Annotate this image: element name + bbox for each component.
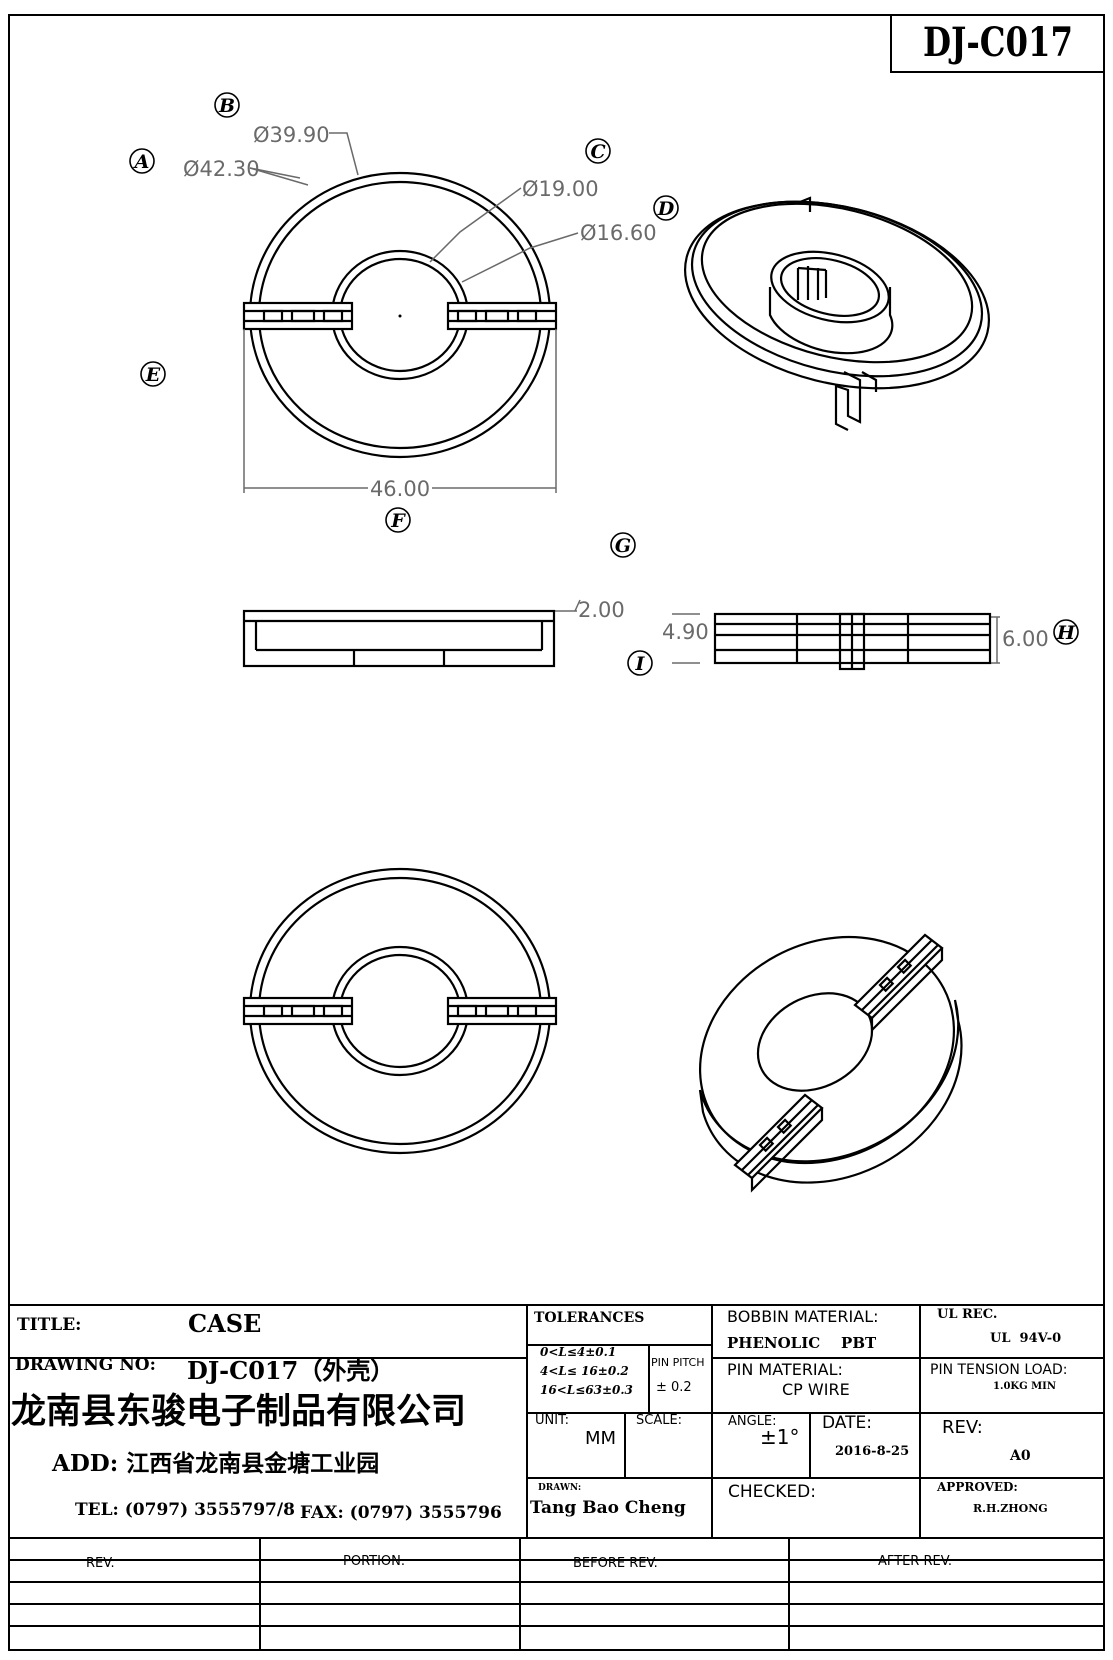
dim-height-total: 6.00 — [1002, 627, 1049, 651]
tolerance-3: 16<L≤63±0.3 — [540, 1383, 633, 1397]
svg-text:E: E — [145, 364, 161, 386]
view-label-C: C — [585, 138, 611, 164]
pin-material-label: PIN MATERIAL: — [727, 1360, 843, 1379]
drawing-id: DJ-C017 — [923, 19, 1073, 66]
dim-outer-dia-b: Ø39.90 — [253, 123, 330, 147]
pin-tension-value: 1.0KG MIN — [993, 1381, 1056, 1392]
company-address: ADD: 江西省龙南县金塘工业园 — [52, 1450, 380, 1477]
sheet-border — [8, 14, 1105, 1651]
date-label: DATE: — [822, 1413, 872, 1433]
drawing-no-value: DJ-C017（外壳） — [187, 1356, 395, 1385]
dim-inner-dia-d: Ø16.60 — [580, 221, 657, 245]
dim-height-pin: 4.90 — [662, 620, 709, 644]
scale-label: SCALE: — [636, 1413, 683, 1428]
svg-text:A: A — [133, 151, 150, 173]
title-label: TITLE: — [17, 1315, 82, 1335]
rev-table-header-before: BEFORE REV. — [573, 1556, 658, 1571]
bobbin-material-label: BOBBIN MATERIAL: — [727, 1307, 879, 1326]
dim-wall: 2.00 — [578, 598, 625, 622]
drawing-no-label: DRAWING NO: — [15, 1355, 156, 1375]
view-label-B: B — [214, 92, 240, 118]
pin-tension-label: PIN TENSION LOAD: — [930, 1362, 1068, 1378]
drawing-id-box — [890, 14, 1105, 73]
bobbin-material-value: PHENOLIC PBT — [727, 1334, 877, 1352]
unit-label: UNIT: — [535, 1413, 569, 1428]
dim-width: 46.00 — [370, 477, 430, 501]
title-value: CASE — [188, 1309, 262, 1338]
angle-value: ±1° — [760, 1425, 800, 1449]
angle-label: ANGLE: — [728, 1414, 777, 1429]
dimension-leaders — [243, 132, 1000, 664]
company-tel: TEL: (0797) 3555797/8 — [75, 1500, 295, 1520]
rev-value: A0 — [1010, 1448, 1031, 1464]
dim-inner-dia-c: Ø19.00 — [522, 177, 599, 201]
rev-label: REV: — [942, 1417, 983, 1438]
tolerances-label: TOLERANCES — [534, 1310, 645, 1326]
pin-material-value: CP WIRE — [782, 1380, 850, 1399]
approved-value: R.H.ZHONG — [973, 1502, 1048, 1515]
checked-label: CHECKED: — [728, 1482, 816, 1502]
pin-pitch-value: ± 0.2 — [656, 1380, 692, 1395]
date-value: 2016-8-25 — [835, 1444, 910, 1459]
svg-text:H: H — [1056, 622, 1076, 644]
view-label-G: G — [610, 532, 636, 558]
title-block-grid — [9, 1304, 1104, 1650]
svg-text:F: F — [390, 510, 406, 532]
approved-label: APPROVED: — [937, 1480, 1018, 1494]
svg-text:G: G — [615, 535, 631, 557]
view-label-H: H — [1053, 619, 1079, 645]
pin-pitch-label: PIN PITCH — [651, 1356, 705, 1369]
view-label-D: D — [653, 195, 679, 221]
isometric-view-top — [684, 196, 990, 431]
svg-text:C: C — [590, 141, 605, 163]
rev-table-header-after: AFTER REV. — [878, 1554, 953, 1569]
svg-text:I: I — [635, 653, 646, 675]
view-label-E: E — [140, 361, 166, 387]
rev-table-header-portion: PORTION. — [343, 1554, 406, 1569]
side-view-left — [242, 609, 556, 668]
ul-rec-label: UL REC. — [937, 1307, 998, 1322]
view-label-A: A — [129, 148, 155, 174]
drawn-value: Tang Bao Cheng — [530, 1498, 686, 1518]
tolerance-1: 0<L≤4±0.1 — [540, 1345, 617, 1359]
bottom-view — [242, 867, 558, 1155]
top-view — [242, 171, 558, 459]
side-view-right — [713, 612, 992, 671]
svg-text:D: D — [657, 198, 675, 220]
dim-outer-dia-a: Ø42.30 — [183, 157, 260, 181]
drawn-label: DRAWN: — [538, 1483, 582, 1493]
company-fax: FAX: (0797) 3555796 — [300, 1503, 502, 1523]
unit-value: MM — [585, 1428, 617, 1449]
tolerance-2: 4<L≤ 16±0.2 — [540, 1364, 629, 1378]
view-label-I: I — [627, 650, 653, 676]
isometric-view-bottom — [698, 933, 963, 1193]
svg-text:B: B — [218, 95, 235, 117]
company-name: 龙南县东骏电子制品有限公司 — [11, 1391, 467, 1432]
view-label-F: F — [385, 507, 411, 533]
center-mark — [398, 314, 402, 318]
rev-table-header-rev: REV. — [86, 1556, 115, 1571]
ul-rec-value: UL 94V-0 — [990, 1331, 1062, 1346]
